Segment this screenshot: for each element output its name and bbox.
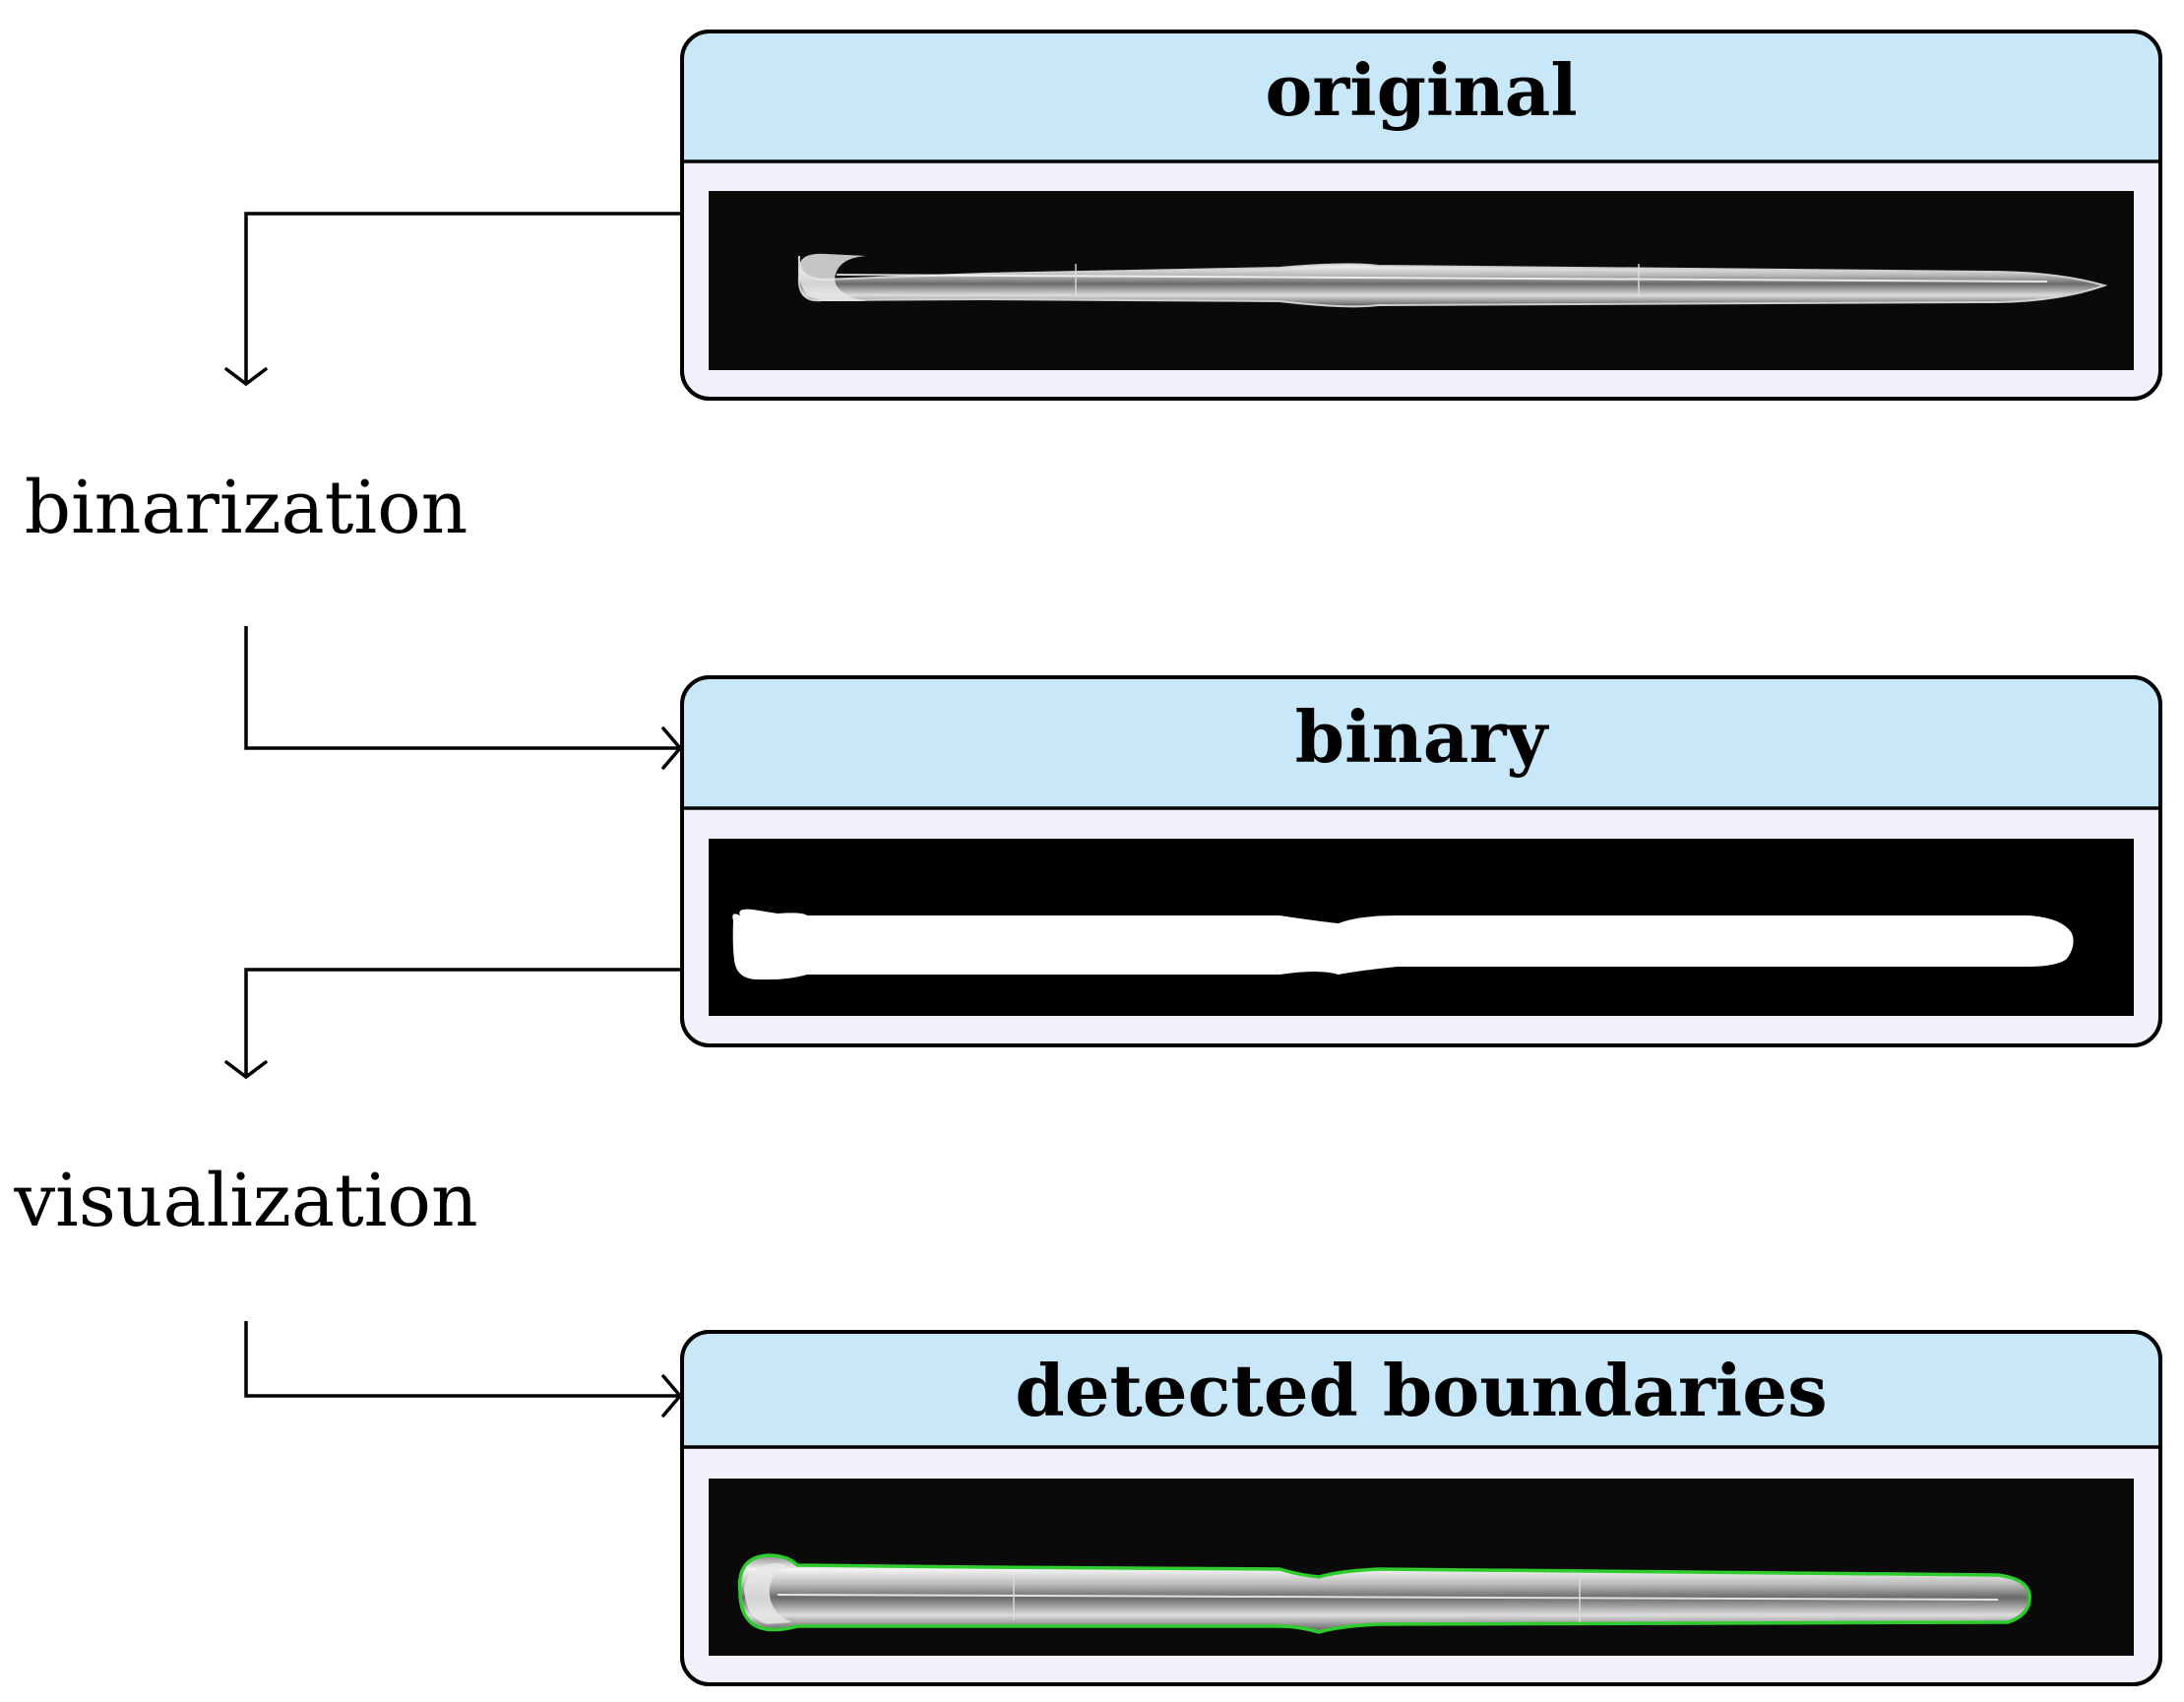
connector-binarization-to-binary bbox=[244, 626, 683, 770]
panel-title-binary: binary bbox=[1295, 695, 1550, 779]
panel-title-detected-boundaries: detected boundaries bbox=[1015, 1349, 1827, 1432]
binary-mask-image bbox=[709, 839, 2134, 1016]
panel-detected-boundaries: detected boundaries bbox=[680, 1330, 2162, 1686]
arrow-down-icon bbox=[224, 367, 268, 387]
panel-original: original bbox=[680, 30, 2162, 401]
arrow-down-icon bbox=[224, 1060, 268, 1080]
panel-binary: binary bbox=[680, 675, 2162, 1047]
connector-original-to-binarization bbox=[224, 212, 682, 387]
original-image bbox=[709, 191, 2134, 370]
step-label-visualization: visualization bbox=[13, 1159, 477, 1243]
connector-visualization-to-detected bbox=[244, 1321, 683, 1418]
connector-binary-to-visualization bbox=[224, 968, 682, 1080]
step-label-binarization: binarization bbox=[25, 466, 468, 550]
panel-title-original: original bbox=[1265, 48, 1577, 132]
detected-boundaries-image bbox=[709, 1479, 2134, 1656]
